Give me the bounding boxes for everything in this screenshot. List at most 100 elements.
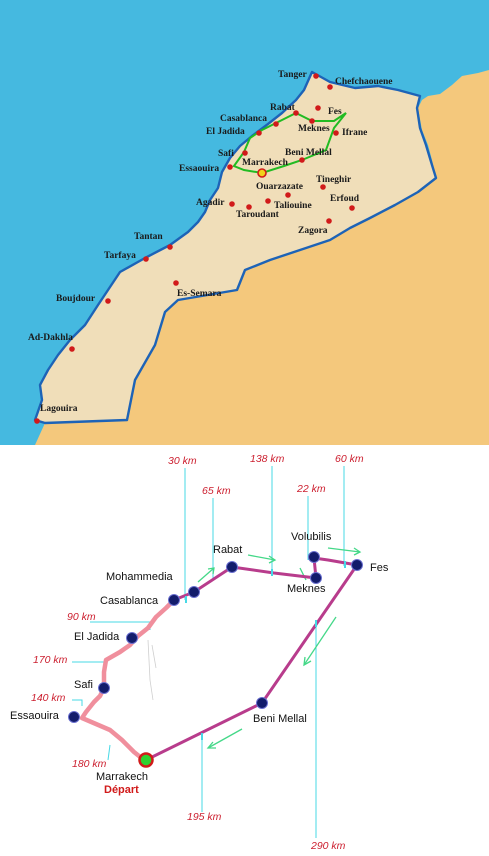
- dot-el-jadida: [256, 130, 262, 136]
- arrow-4: [327, 547, 361, 553]
- node-mohammedia: [188, 586, 200, 598]
- node-label-rabat: Rabat: [213, 544, 242, 556]
- city-label-marrakech: Marrakech: [242, 158, 289, 168]
- city-label-casablanca: Casablanca: [220, 114, 267, 124]
- distance-label-90km: 90 km: [67, 611, 96, 623]
- city-label-es-semara: Es-Semara: [177, 289, 222, 299]
- city-label-tineghir: Tineghir: [316, 175, 352, 185]
- route-nodes: [68, 551, 363, 723]
- dot-fes: [315, 105, 321, 111]
- city-dots: [34, 73, 355, 424]
- distance-label-195km: 195 km: [187, 811, 222, 823]
- dot-tantan: [167, 244, 173, 250]
- node-volubilis: [308, 551, 320, 563]
- morocco-map: Tanger Chefchaouene Rabat Fes Casablanca…: [0, 0, 489, 445]
- dot-tanger: [313, 73, 319, 79]
- sketch-1: [147, 639, 154, 701]
- city-label-erfoud: Erfoud: [330, 194, 360, 204]
- node-label-volubilis: Volubilis: [291, 531, 332, 543]
- node-casablanca: [168, 594, 180, 606]
- morocco-land: [35, 72, 436, 423]
- arrow-5-head: [303, 656, 312, 667]
- node-label-marrakech: Marrakech: [96, 771, 148, 783]
- node-label-casablanca: Casablanca: [100, 595, 159, 607]
- dot-taliouine: [265, 198, 271, 204]
- dot-ifrane: [333, 130, 339, 136]
- node-el-jadida: [126, 632, 138, 644]
- node-label-fes: Fes: [370, 562, 389, 574]
- sketch-2: [151, 644, 157, 669]
- dot-rabat: [293, 110, 299, 116]
- node-beni-mellal: [256, 697, 268, 709]
- marrakech-marker-top: [257, 168, 267, 178]
- arrow-4-head: [353, 547, 362, 556]
- dot-lagouira: [34, 418, 40, 424]
- node-marrakech-start: [138, 752, 154, 768]
- distance-label-180km: 180 km: [72, 758, 107, 770]
- distance-label-30km: 30 km: [168, 455, 197, 467]
- city-label-tarfaya: Tarfaya: [104, 251, 136, 261]
- dot-zagora: [326, 218, 332, 224]
- node-labels: Rabat Volubilis Fes Mohammedia Meknes Ca…: [10, 531, 389, 796]
- distance-label-60km: 60 km: [335, 453, 364, 465]
- city-label-boujdour: Boujdour: [56, 294, 96, 304]
- node-label-meknes: Meknes: [287, 583, 326, 595]
- node-fes: [351, 559, 363, 571]
- dot-boujdour: [105, 298, 111, 304]
- distance-label-170km: 170 km: [33, 654, 68, 666]
- node-label-essaouira: Essaouira: [10, 710, 60, 722]
- arrow-1-head: [207, 567, 215, 575]
- city-label-tantan: Tantan: [134, 232, 163, 242]
- city-label-taliouine: Taliouine: [274, 201, 312, 211]
- node-safi: [98, 682, 110, 694]
- city-label-zagora: Zagora: [298, 226, 328, 236]
- dot-agadir: [229, 201, 235, 207]
- city-label-agadir: Agadir: [196, 198, 225, 208]
- dot-taroudant: [246, 204, 252, 210]
- route-line-top: [232, 111, 347, 175]
- city-label-essaouira: Essaouira: [179, 164, 219, 174]
- route-coast: [79, 597, 177, 763]
- distance-label-138km: 138 km: [250, 453, 285, 465]
- distance-labels: 30 km 138 km 60 km 65 km 22 km 90 km 170…: [31, 453, 364, 852]
- node-label-safi: Safi: [74, 679, 93, 691]
- route-inland: [145, 556, 359, 762]
- city-label-chefchaouene: Chefchaouene: [335, 77, 393, 87]
- dot-casablanca: [273, 121, 279, 127]
- distance-guides: [72, 466, 345, 838]
- arrow-5: [303, 616, 337, 666]
- dot-chefchaouene: [327, 84, 333, 90]
- dot-safi: [242, 150, 248, 156]
- city-label-tanger: Tanger: [278, 70, 307, 80]
- dot-ouarzazate: [285, 192, 291, 198]
- dot-erfoud: [349, 205, 355, 211]
- arrow-3: [299, 567, 307, 581]
- guide-180km: [107, 744, 111, 761]
- node-essaouira: [68, 711, 80, 723]
- city-label-el-jadida: El Jadida: [206, 127, 245, 137]
- city-label-ad-dakhla: Ad-Dakhla: [28, 333, 73, 343]
- dot-essaouira: [227, 164, 233, 170]
- arrow-1: [197, 567, 215, 583]
- arrow-6-head: [206, 741, 216, 749]
- arrow-2: [247, 554, 276, 561]
- direction-arrows: [197, 547, 362, 749]
- city-label-fes: Fes: [328, 107, 342, 117]
- distance-label-22km: 22 km: [296, 483, 326, 495]
- arrow-2-head: [268, 555, 277, 564]
- dot-meknes: [309, 118, 315, 124]
- guide-90km: [90, 621, 151, 630]
- morocco-border: [33, 70, 438, 425]
- dot-beni-mellal: [299, 157, 305, 163]
- dot-es-semara: [173, 280, 179, 286]
- distance-label-290km: 290 km: [310, 840, 346, 852]
- guide-170km: [72, 661, 105, 665]
- city-label-ifrane: Ifrane: [342, 128, 367, 138]
- city-labels: Tanger Chefchaouene Rabat Fes Casablanca…: [28, 70, 393, 414]
- node-meknes: [310, 572, 322, 584]
- dot-tineghir: [320, 184, 326, 190]
- city-label-meknes: Meknes: [298, 124, 330, 134]
- dot-tarfaya: [143, 256, 149, 262]
- city-label-rabat: Rabat: [270, 103, 296, 113]
